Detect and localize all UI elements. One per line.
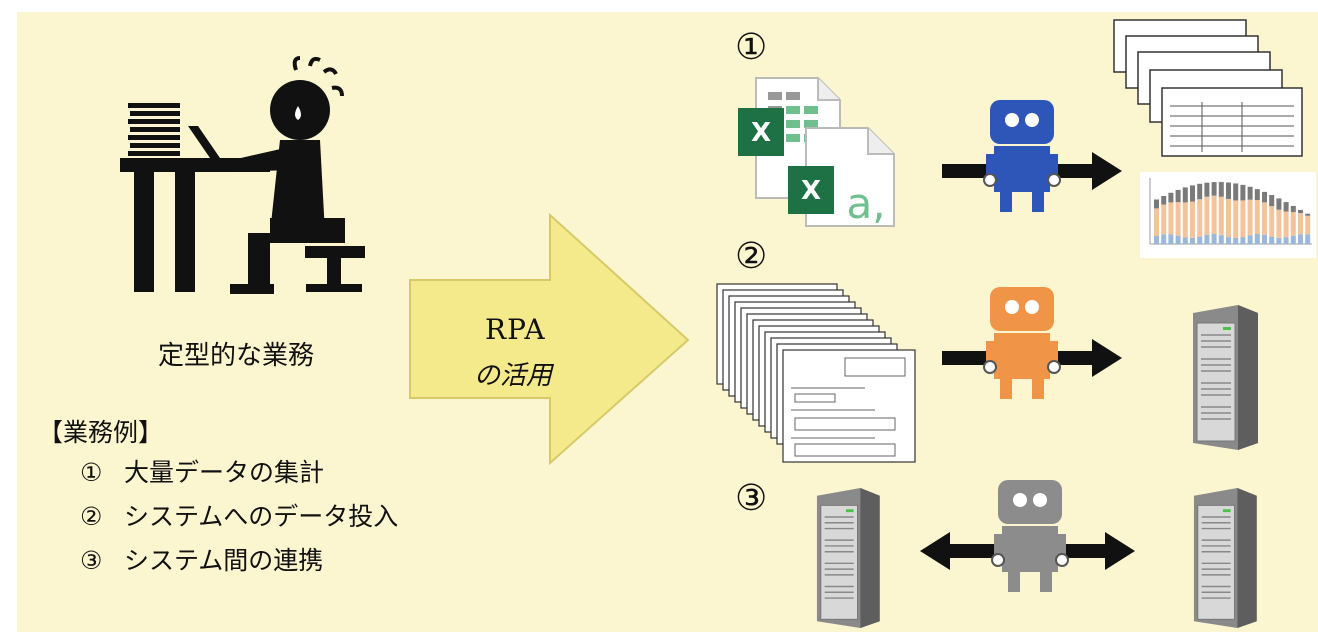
chart-bar-segment (1197, 183, 1203, 200)
chart-bar-segment (1269, 236, 1275, 244)
chart-bar-segment (1283, 237, 1289, 244)
chart-bar-segment (1305, 234, 1311, 244)
example-text: システムへのデータ投入 (124, 502, 399, 531)
example-item: ② システムへのデータ投入 (80, 497, 398, 533)
chart-bar-segment (1182, 202, 1188, 238)
chart-bar-segment (1233, 237, 1239, 244)
chart-bar-segment (1240, 200, 1246, 238)
chart-bar-segment (1305, 215, 1311, 235)
chart-bar-segment (1283, 202, 1289, 212)
chart-bar-segment (1226, 237, 1231, 244)
form-stack-icon (716, 283, 916, 463)
chart-bar-segment (1204, 234, 1210, 244)
chart-bar-segment (1175, 235, 1181, 244)
chart-bar-segment (1298, 234, 1303, 244)
server-icon (1193, 305, 1258, 450)
chart-bar-segment (1175, 189, 1181, 203)
svg-text:a,: a, (846, 179, 885, 228)
chart-bar-segment (1283, 211, 1289, 238)
chart-bar-segment (1233, 183, 1239, 201)
chart-bar-segment (1190, 201, 1195, 238)
row-marker-1: ① (735, 27, 768, 68)
chart-bar-segment (1247, 199, 1253, 236)
chart-bar-segment (1290, 235, 1296, 244)
chart-bar-segment (1262, 191, 1267, 203)
chart-bar-segment (1298, 213, 1303, 235)
chart-bar-segment (1204, 182, 1210, 197)
chart-bar-segment (1226, 182, 1231, 199)
chart-bar-segment (1168, 234, 1174, 244)
chart-bar-segment (1175, 202, 1181, 236)
chart-bar-segment (1276, 237, 1282, 244)
chart-bar-segment (1254, 234, 1260, 244)
chart-bar-segment (1204, 196, 1210, 235)
examples-heading: 【業務例】 (38, 418, 164, 447)
example-item: ① 大量データの集計 (80, 453, 324, 489)
svg-text:X: X (801, 176, 821, 206)
chart-bar-segment (1262, 202, 1267, 235)
arrow-label-rpa: RPA (485, 313, 546, 346)
robot-icon-blue (942, 100, 1122, 212)
chart-bar-segment (1305, 213, 1311, 216)
chart-bar-segment (1240, 237, 1246, 244)
robot-icon-orange (942, 287, 1122, 399)
chart-bar-segment (1218, 196, 1224, 236)
report-stack-icon (1113, 19, 1303, 157)
example-number: ② (80, 502, 103, 531)
stressed-worker-icon (120, 56, 365, 294)
chart-bar-segment (1168, 202, 1174, 235)
robot-icon-gray (920, 480, 1135, 592)
chart-bar-segment (1197, 199, 1203, 237)
chart-bar-segment (1254, 189, 1260, 201)
chart-bar-segment (1233, 200, 1239, 238)
example-item: ③ システム間の連携 (80, 541, 323, 577)
chart-bar-segment (1161, 234, 1167, 244)
chart-bar-segment (1182, 237, 1188, 244)
chart-bar-segment (1276, 198, 1282, 210)
chart-bar-segment (1290, 205, 1296, 213)
chart-bar-segment (1240, 184, 1246, 201)
chart-bar-segment (1211, 182, 1217, 196)
bar-chart-icon (1140, 172, 1316, 258)
chart-bar-segment (1211, 195, 1217, 235)
chart-bar-segment (1190, 185, 1195, 202)
chart-bar-segment (1226, 198, 1231, 238)
chart-bar-segment (1182, 187, 1188, 203)
chart-bar-segment (1161, 195, 1167, 205)
chart-bar-segment (1211, 234, 1217, 244)
chart-bar-segment (1190, 237, 1195, 244)
chart-bar-segment (1247, 235, 1253, 244)
example-text: システム間の連携 (124, 546, 324, 575)
worker-caption: 定型的な業務 (158, 341, 315, 371)
example-number: ① (80, 458, 103, 487)
excel-file-icon: X a, X (738, 77, 895, 228)
example-number: ③ (80, 546, 103, 575)
chart-bar-segment (1154, 199, 1159, 209)
chart-bar-segment (1197, 236, 1203, 244)
example-text: 大量データの集計 (124, 458, 325, 487)
chart-bar-segment (1154, 208, 1159, 236)
chart-bar-segment (1218, 182, 1224, 197)
chart-bar-segment (1276, 209, 1282, 238)
chart-bar-segment (1262, 234, 1267, 244)
chart-bar-segment (1168, 192, 1174, 203)
chart-bar-segment (1269, 194, 1275, 207)
row-marker-3: ③ (735, 478, 768, 519)
chart-bar-segment (1254, 200, 1260, 235)
svg-text:X: X (751, 118, 771, 148)
server-icon (816, 488, 880, 628)
server-icon (1193, 488, 1257, 628)
arrow-label-usage: の活用 (474, 361, 553, 391)
row-marker-2: ② (735, 236, 768, 277)
chart-bar-segment (1290, 212, 1296, 236)
chart-bar-segment (1154, 236, 1159, 244)
chart-bar-segment (1247, 186, 1253, 200)
chart-bar-segment (1269, 206, 1275, 237)
chart-bar-segment (1218, 235, 1224, 244)
rpa-arrow-shape (409, 212, 690, 466)
chart-bar-segment (1298, 209, 1303, 214)
chart-bar-segment (1161, 204, 1167, 235)
